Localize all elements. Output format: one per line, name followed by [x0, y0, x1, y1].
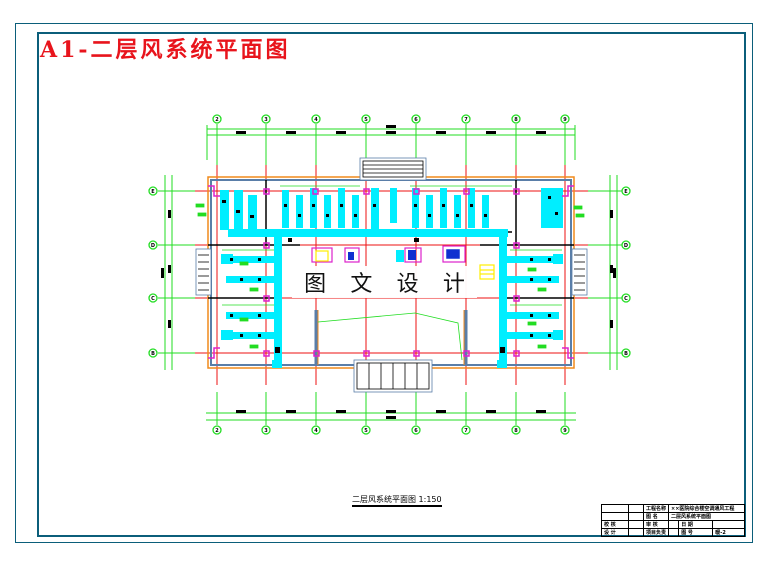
svg-text:6: 6 — [414, 117, 418, 123]
sheet-title: A1-二层风系统平面图 — [40, 37, 291, 63]
title-block-cell: 校 核 — [601, 520, 629, 529]
stairs — [195, 157, 588, 393]
svg-text:2: 2 — [215, 428, 219, 434]
watermark-char: 图 — [304, 272, 327, 297]
svg-text:5: 5 — [364, 117, 368, 123]
title-block-cell — [668, 528, 680, 537]
svg-text:B: B — [624, 351, 628, 357]
title-block-cell — [601, 512, 629, 521]
watermark: 图 文 设 计 — [292, 266, 477, 298]
title-block-row: 工程名称 ××医院综合楼空调通风工程 — [601, 504, 745, 513]
watermark-char: 文 — [350, 272, 373, 297]
title-block-cell: 二层风系统平面图 — [668, 512, 745, 521]
axis-bubbles — [148, 114, 631, 435]
top-dimension-lines — [206, 125, 576, 160]
title-block-cell: 图 号 — [678, 528, 714, 537]
svg-text:8: 8 — [514, 428, 518, 434]
drawing-frame-outer — [15, 23, 753, 543]
svg-text:3: 3 — [264, 117, 268, 123]
dimension-labels — [161, 125, 616, 419]
title-block-cell: 设 计 — [601, 528, 629, 537]
title-block-row: 图 名 二层风系统平面图 — [601, 512, 745, 521]
title-block-cell: 图 名 — [642, 512, 670, 521]
title-block-cell: 项目负责 — [642, 528, 670, 537]
title-block-cell: 日 期 — [678, 520, 714, 529]
title-block-cell: ××医院综合楼空调通风工程 — [668, 504, 745, 513]
drawing-frame-inner — [37, 32, 746, 537]
title-block-cell — [668, 520, 680, 529]
title-block-cell — [628, 504, 644, 513]
annotation-leaders — [195, 185, 585, 361]
title-block-row: 设 计 项目负责 图 号 暖-2 — [601, 528, 745, 537]
svg-text:E: E — [151, 189, 155, 195]
svg-text:9: 9 — [563, 428, 567, 434]
svg-text:B: B — [151, 351, 155, 357]
svg-text:E: E — [624, 189, 628, 195]
side-dimension-lines — [164, 175, 618, 370]
title-block-cell: 审 核 — [642, 520, 670, 529]
axis-bubble-labels: 2 3 4 5 6 7 8 9 2 3 4 5 6 7 8 9 E D C B E D C B — [151, 117, 628, 434]
svg-text:3: 3 — [264, 428, 268, 434]
title-block-cell: 暖-2 — [712, 528, 745, 537]
title-block-row: 校 核 审 核 日 期 — [601, 520, 745, 529]
svg-text:C: C — [624, 296, 628, 302]
title-block-cell — [628, 512, 644, 521]
title-block: 工程名称 ××医院综合楼空调通风工程 图 名 二层风系统平面图 校 核 审 核 … — [601, 504, 745, 537]
watermark-char: 设 — [396, 272, 419, 297]
svg-text:D: D — [624, 243, 628, 249]
svg-text:4: 4 — [314, 428, 318, 434]
svg-text:5: 5 — [364, 428, 368, 434]
title-block-cell — [712, 520, 745, 529]
title-block-cell: 工程名称 — [642, 504, 670, 513]
title-block-cell — [628, 528, 644, 537]
watermark-char: 计 — [442, 272, 465, 297]
plan-caption: 二层风系统平面图 1:150 — [352, 495, 442, 507]
svg-text:8: 8 — [514, 117, 518, 123]
svg-text:9: 9 — [563, 117, 567, 123]
title-block-cell — [601, 504, 629, 513]
svg-text:2: 2 — [215, 117, 219, 123]
svg-text:6: 6 — [414, 428, 418, 434]
svg-text:4: 4 — [314, 117, 318, 123]
core-equipment — [311, 245, 495, 280]
svg-text:7: 7 — [464, 117, 468, 123]
svg-text:7: 7 — [464, 428, 468, 434]
structural-columns — [208, 185, 574, 359]
svg-text:C: C — [151, 296, 155, 302]
diffusers — [222, 196, 558, 353]
svg-text:D: D — [151, 243, 155, 249]
title-block-cell — [628, 520, 644, 529]
